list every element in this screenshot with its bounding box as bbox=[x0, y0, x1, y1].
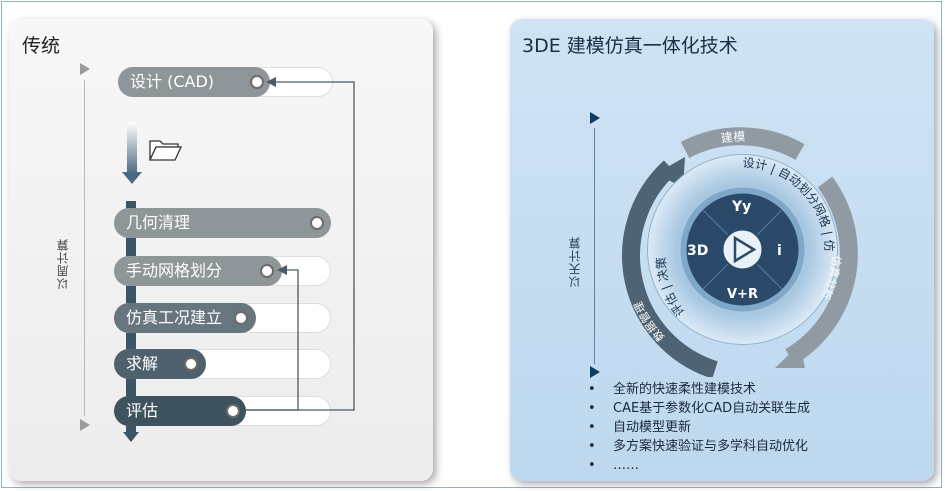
step-label: 求解 bbox=[126, 354, 159, 373]
step-label: 手动网格划分 bbox=[126, 261, 223, 280]
list-item: •全新的快速柔性建模技术 bbox=[588, 382, 757, 397]
play-icon bbox=[733, 235, 757, 264]
step-knob-design bbox=[250, 75, 264, 89]
step-knob-solve bbox=[184, 357, 198, 371]
down-arrow-shaft bbox=[127, 122, 137, 174]
step-geometry-cleanup[interactable]: 几何清理 bbox=[114, 208, 331, 238]
3de-title: 3DE 建模仿真一体化技术 bbox=[522, 35, 738, 57]
step-knob-geometry bbox=[310, 216, 324, 230]
list-item: •CAE基于参数化CAD自动关联生成 bbox=[588, 401, 811, 416]
step-design[interactable]: 设计 (CAD) bbox=[118, 67, 270, 97]
folder-open-icon bbox=[148, 140, 182, 161]
hub-right-label: i bbox=[777, 243, 782, 259]
step-knob-mesh bbox=[260, 264, 274, 278]
hub-top-label: Yy bbox=[731, 199, 751, 215]
list-item: •多方案快速验证与多学科自动优化 bbox=[588, 439, 809, 454]
process-bar-end-arrow bbox=[123, 432, 139, 442]
traditional-title: 传统 bbox=[22, 35, 61, 57]
axis-start-arrow bbox=[80, 63, 90, 75]
down-arrow-head bbox=[122, 172, 142, 184]
axis-end-arrow bbox=[80, 419, 90, 431]
hub-left-label: 3D bbox=[687, 243, 708, 259]
step-label: 评估 bbox=[126, 401, 159, 420]
step-knob-setup bbox=[234, 311, 248, 325]
integration-cycle-diagram: Yy 3D i V+R 建模 设计 | 自动划分网格 | 仿真工况建立 | 求解… bbox=[615, 122, 858, 377]
step-knob-evaluate bbox=[226, 404, 240, 418]
3de-axis-label: 以天计算 bbox=[568, 236, 582, 288]
3de-axis-end-arrow bbox=[590, 366, 600, 378]
step-manual-meshing[interactable]: 手动网格划分 bbox=[114, 256, 282, 286]
time-axis-line bbox=[84, 80, 85, 416]
step-label: 几何清理 bbox=[126, 213, 191, 232]
step-simulation-setup[interactable]: 仿真工况建立 bbox=[114, 303, 256, 333]
3de-axis-start-arrow bbox=[590, 112, 600, 124]
hub-bottom-label: V+R bbox=[727, 287, 758, 302]
list-item: •…… bbox=[588, 458, 639, 473]
3de-time-axis-line bbox=[594, 128, 595, 364]
cycle-top-label: 建模 bbox=[720, 130, 746, 146]
step-label: 仿真工况建立 bbox=[126, 308, 223, 327]
step-evaluate[interactable]: 评估 bbox=[114, 396, 246, 426]
feature-bullet-list: •全新的快速柔性建模技术 •CAE基于参数化CAD自动关联生成 •自动模型更新 … bbox=[588, 380, 810, 475]
svg-text:建模: 建模 bbox=[720, 130, 746, 146]
list-item: •自动模型更新 bbox=[588, 420, 692, 435]
step-label: 设计 (CAD) bbox=[130, 72, 215, 91]
